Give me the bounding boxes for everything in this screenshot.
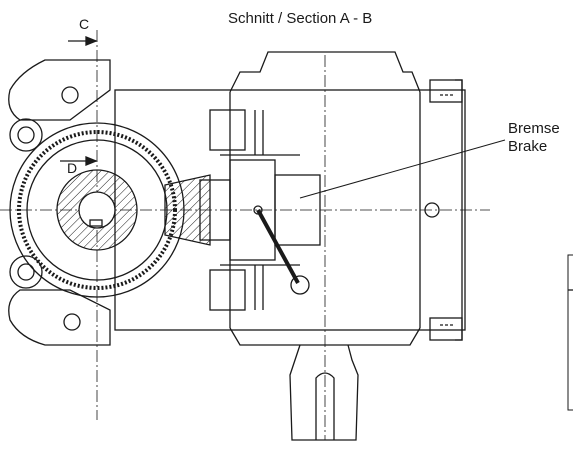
brake-leader-line	[299, 139, 506, 199]
section-label-d: D	[67, 160, 78, 176]
lower-clevis	[8, 255, 111, 346]
housing-hole	[424, 202, 440, 218]
upper-clevis	[8, 59, 111, 152]
section-label-c: C	[79, 16, 90, 32]
section-marker-c	[68, 36, 98, 46]
brake-label-english: Brake	[508, 138, 548, 155]
section-marker-d	[60, 156, 98, 166]
brake-unit	[199, 109, 321, 311]
section-title: Schnitt / Section A - B	[228, 10, 373, 27]
brake-label-german: Bremse	[508, 120, 560, 137]
hatched-arm	[164, 174, 211, 246]
edge-frame	[567, 254, 573, 411]
output-shaft	[289, 344, 359, 441]
